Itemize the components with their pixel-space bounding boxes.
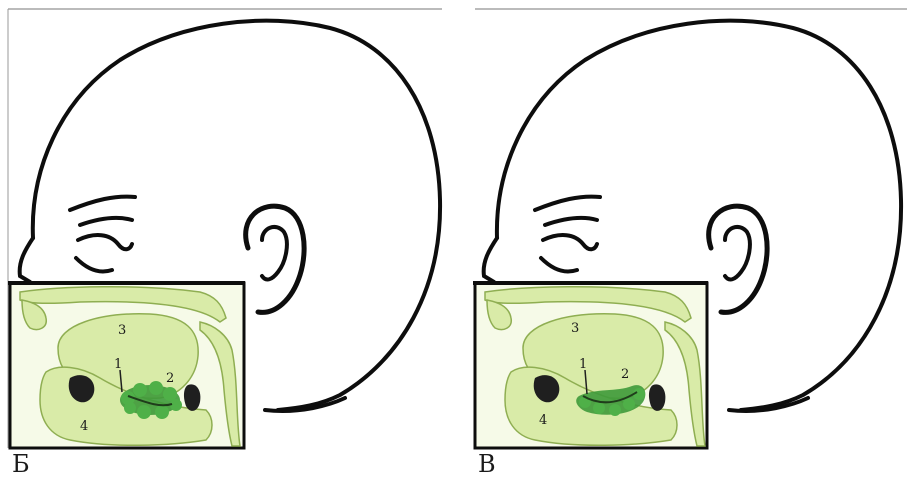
figure-panel-b: 1 2 3 4 Б	[0, 0, 460, 483]
label-2: 2	[166, 371, 174, 386]
ear-inner	[725, 227, 750, 280]
label-4: 4	[80, 419, 88, 434]
head-diagram-v: 1 2 3 4	[467, 0, 909, 483]
ear-inner	[262, 227, 287, 280]
cheek-mark	[76, 258, 112, 272]
ear-outer	[246, 206, 304, 312]
eyebrow-mark	[535, 197, 600, 210]
face-profile	[20, 238, 33, 282]
ear-outer	[709, 206, 767, 312]
eyebrow-mark	[70, 197, 135, 210]
head-diagram-b: 1 2 3 4	[0, 0, 460, 483]
figure-panel-v: 1 2 3 4 В	[467, 0, 909, 483]
eye-mark-upper	[80, 218, 132, 225]
face-profile	[484, 238, 497, 282]
cheek-mark	[541, 258, 577, 272]
panel-letter: Б	[12, 452, 30, 476]
panel-letter: В	[478, 452, 496, 476]
eye-mark-upper	[545, 218, 597, 225]
eye-mark-lower	[543, 235, 597, 249]
label-2: 2	[621, 367, 629, 382]
label-3: 3	[571, 321, 579, 336]
label-1: 1	[579, 357, 587, 372]
label-3: 3	[118, 323, 126, 338]
label-1: 1	[114, 357, 122, 372]
label-4: 4	[539, 413, 547, 428]
eye-mark-lower	[78, 235, 132, 249]
